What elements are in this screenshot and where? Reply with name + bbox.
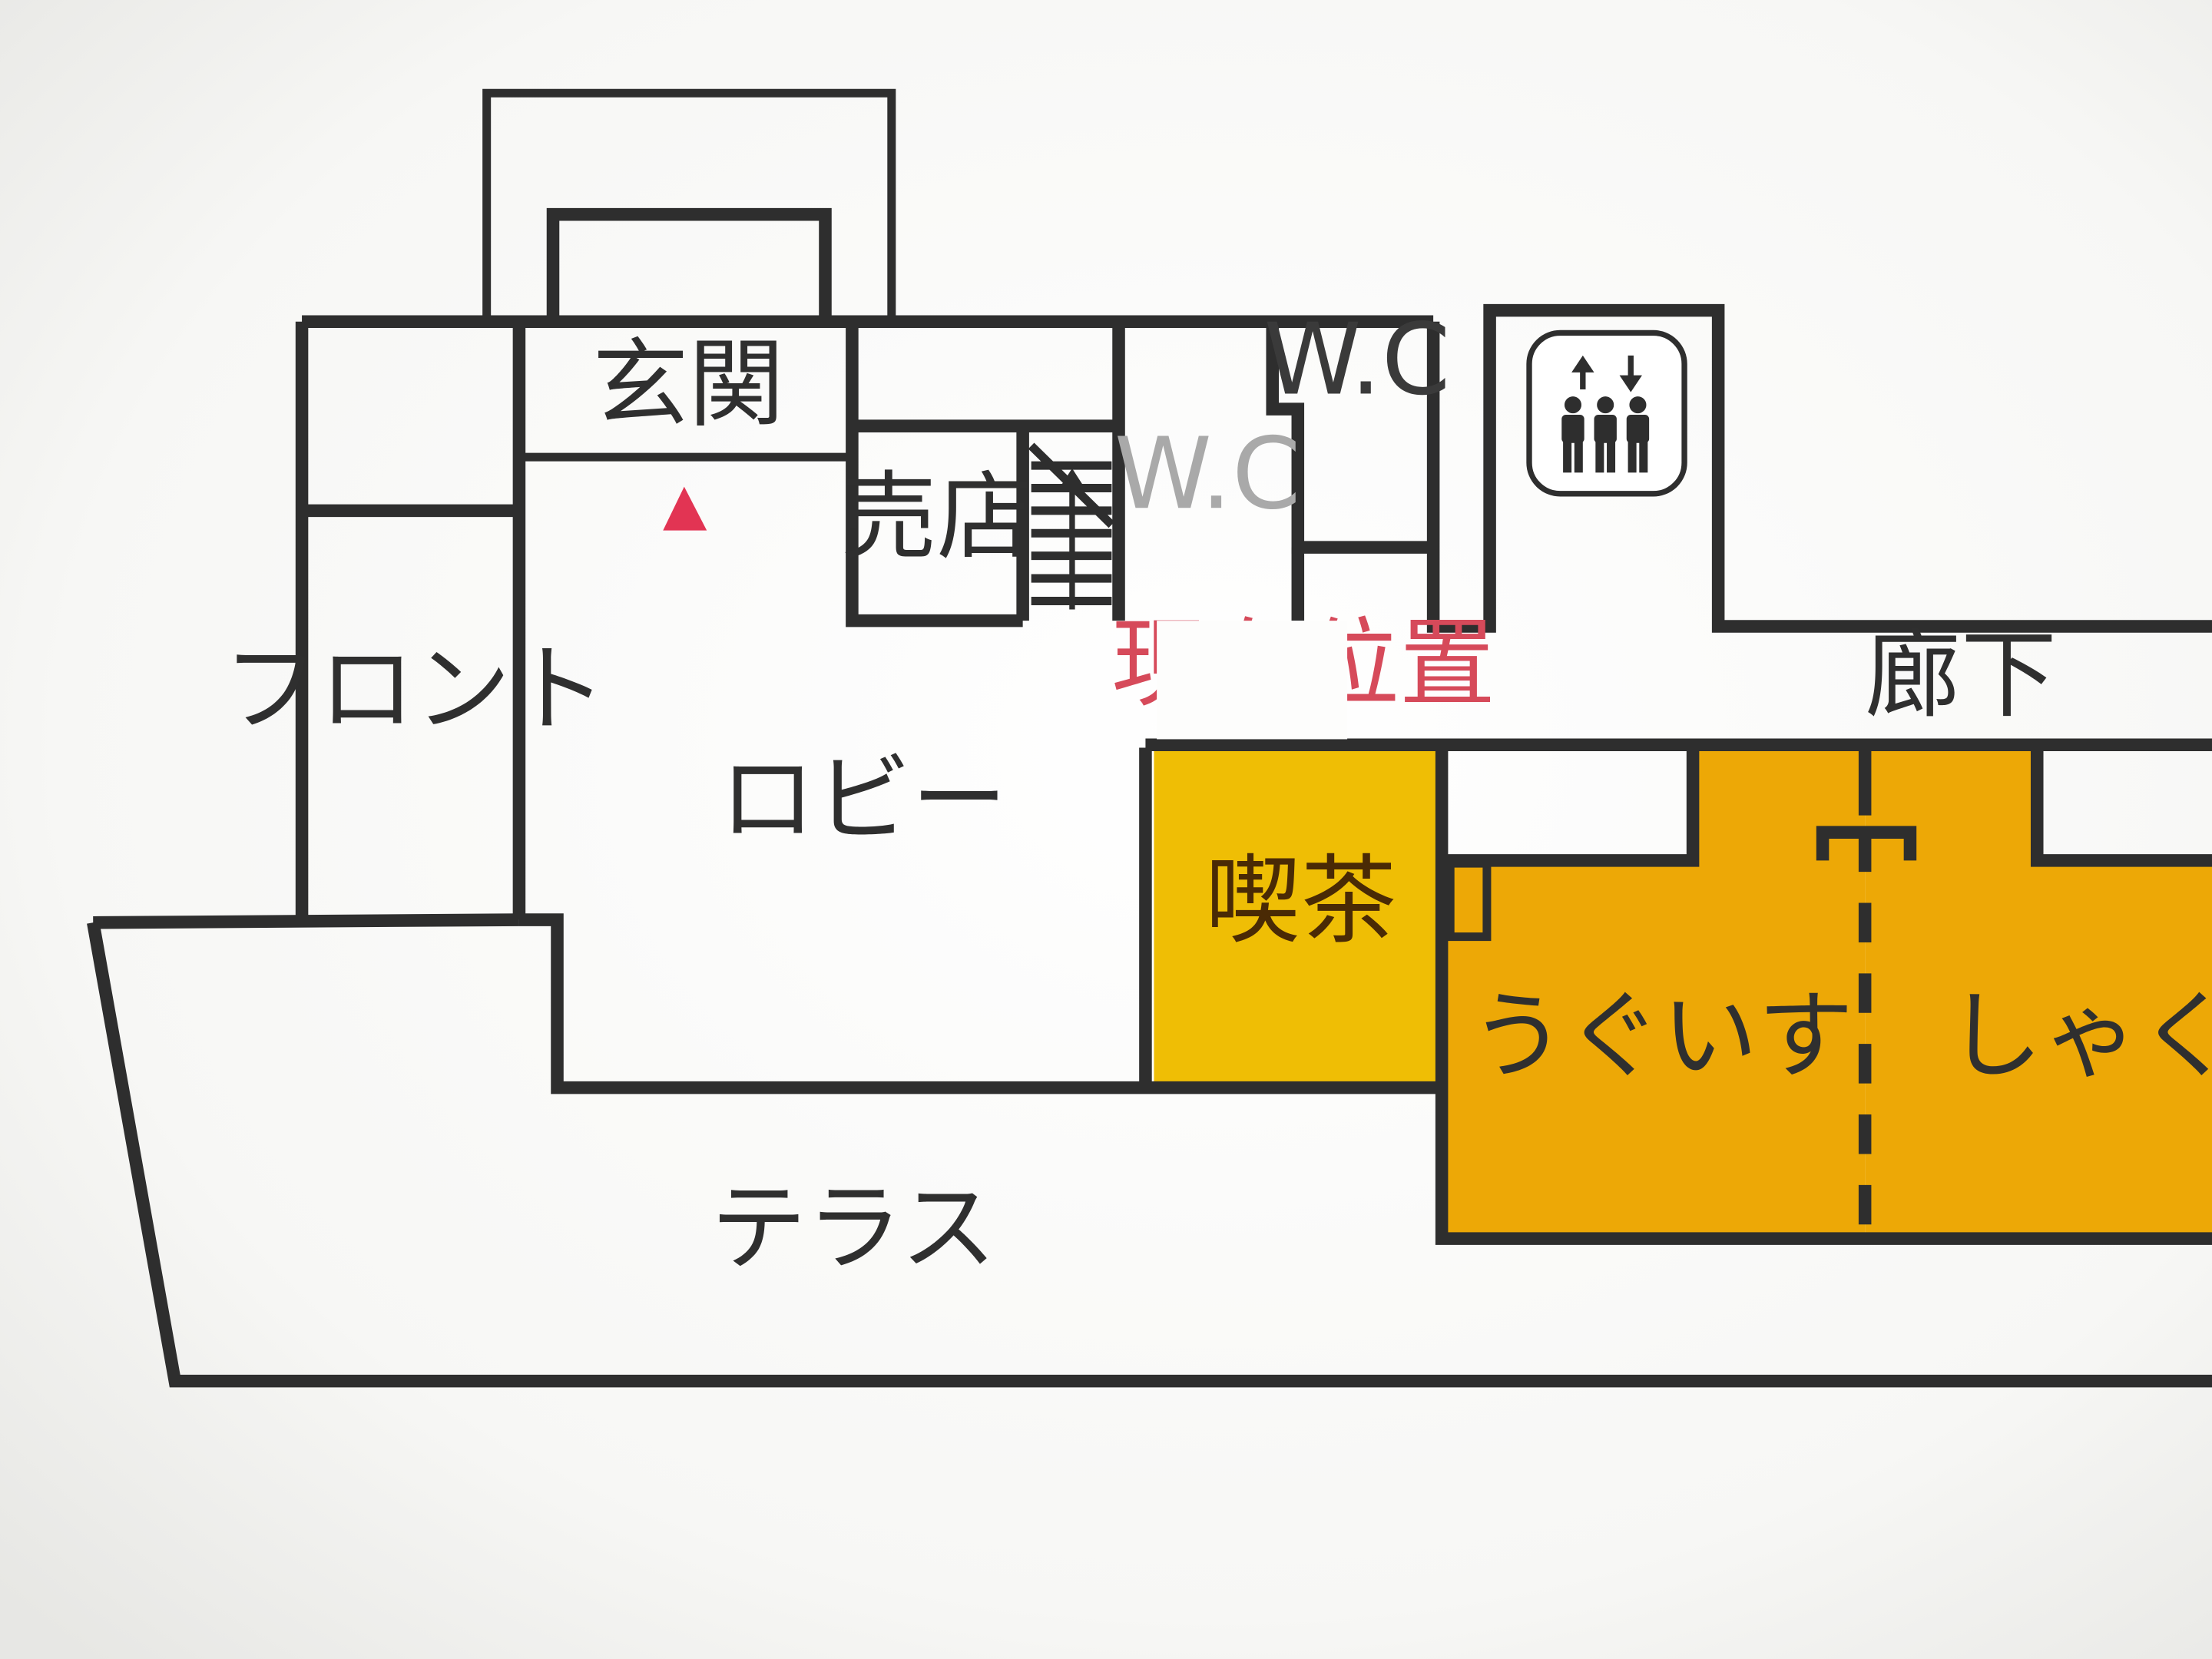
room-uguisu[interactable]	[1442, 747, 1866, 1236]
stairs	[1028, 442, 1115, 610]
walls	[87, 88, 2212, 1388]
label-lobby: ロビー	[720, 744, 1008, 856]
label-front-desk: フロント	[223, 634, 607, 745]
label-wc-lower: W.C	[1114, 417, 1301, 531]
label-shop: 売店	[841, 462, 1033, 573]
label-entrance: 玄関	[592, 329, 784, 441]
label-uguisu: うぐいす	[1470, 981, 1854, 1092]
current-location-marker-icon	[663, 486, 707, 531]
label-cafe: 喫茶	[1205, 846, 1397, 957]
elevator-icon[interactable]	[1526, 329, 1687, 497]
room-cafe[interactable]	[1154, 744, 1442, 1088]
room-shakunage[interactable]	[1865, 747, 2212, 1236]
label-corridor: 廊下	[1865, 620, 2057, 731]
label-terrace: テラス	[710, 1173, 996, 1284]
label-shakunage: しゃくなげ	[1947, 981, 2212, 1092]
label-wc-upper: W.C	[1263, 303, 1450, 417]
stairs-up-arrow-icon	[1059, 468, 1085, 610]
glare-patch	[1157, 621, 1348, 740]
